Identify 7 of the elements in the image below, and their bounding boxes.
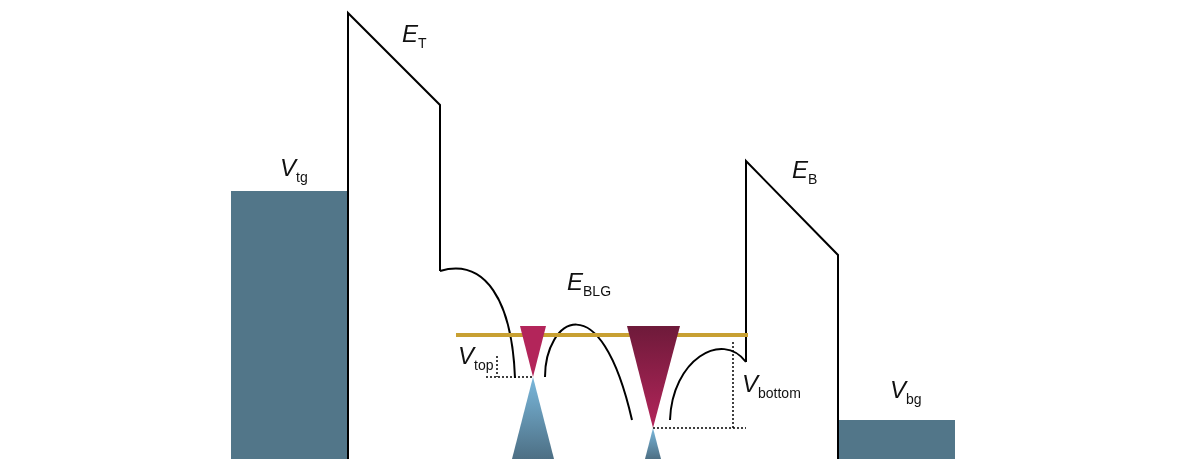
voltage-label: V$_{bottom}$: [742, 372, 801, 400]
voltage-label: V$_{bg}$: [890, 378, 922, 406]
voltage-label: V$_{tg}$: [280, 156, 308, 184]
energy-label: E$_{B}$: [792, 158, 818, 186]
voltage-label: V$_{top}$: [458, 344, 494, 372]
energy-label: E$_{T}$: [402, 22, 427, 50]
energy-label: E$_{BLG}$: [567, 270, 612, 298]
